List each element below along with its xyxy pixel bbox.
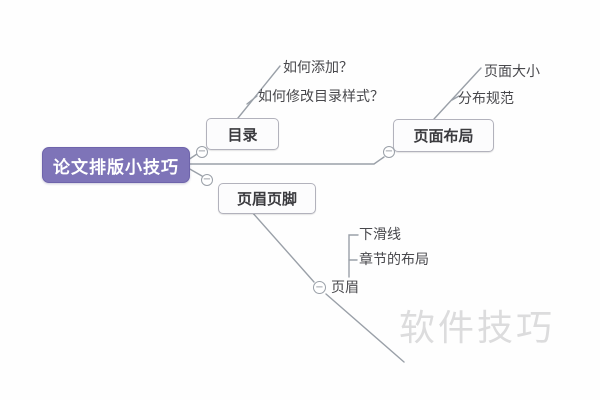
connector-page-layout-to-page-size [433,67,482,120]
connector-header-continuation [325,293,405,363]
connector-root-to-page-layout [187,156,385,165]
leaf-how-to-modify-toc-style[interactable]: 如何修改目录样式？ [258,89,384,105]
connector-catalog-to-how-add [237,65,281,119]
leaf-underline[interactable]: 下滑线 [359,227,401,243]
leaf-page-size[interactable]: 页面大小 [484,64,540,80]
node-header-footer[interactable]: 页眉页脚 [218,183,316,214]
connector-root-to-header-footer [187,167,203,177]
watermark-text: 软件技巧 [399,308,556,349]
root-node[interactable]: 论文排版小技巧 [42,147,190,183]
collapse-button-header-footer[interactable]: − [201,174,213,186]
connector-page-layout-to-distribution [451,95,460,101]
leaf-distribution-spec[interactable]: 分布规范 [458,91,514,107]
connector-header-bracket [348,234,359,278]
minus-icon: − [202,174,212,185]
minus-icon: − [197,146,207,157]
leaf-chapter-layout[interactable]: 章节的布局 [359,252,429,268]
node-catalog[interactable]: 目录 [206,118,279,150]
collapse-button-catalog[interactable]: − [196,146,208,158]
node-header[interactable]: 页眉 [331,280,359,296]
leaf-how-to-add[interactable]: 如何添加？ [283,60,353,76]
minus-icon: − [384,146,394,157]
node-page-layout[interactable]: 页面布局 [393,119,494,152]
minus-icon: − [315,281,324,293]
collapse-button-header[interactable]: − [313,281,326,294]
connector-header-footer-to-header [251,211,315,283]
collapse-button-page-layout[interactable]: − [383,146,395,158]
connector-catalog-to-how-modify [246,95,258,105]
